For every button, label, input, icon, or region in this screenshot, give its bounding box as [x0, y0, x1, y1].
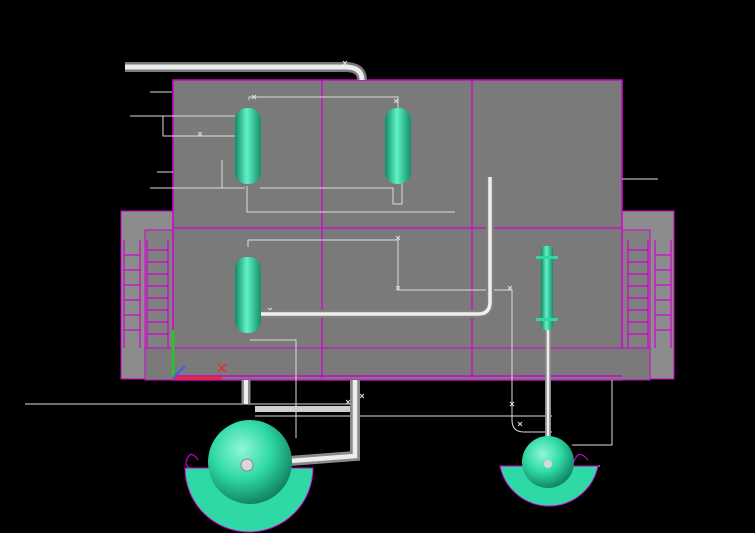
- vessel-upper-middle[interactable]: [385, 108, 411, 184]
- sphere-tank-right[interactable]: [499, 436, 599, 507]
- instrument-lines: [25, 91, 658, 467]
- ucs-axis-icon: [171, 330, 227, 380]
- vessel-lower-left[interactable]: [235, 257, 261, 333]
- vessel-upper-left[interactable]: [235, 108, 261, 184]
- sphere-tank-left[interactable]: [184, 420, 314, 533]
- process-pipe: [250, 177, 494, 318]
- left-ladder: [123, 240, 169, 348]
- top-header-pipe: [125, 62, 367, 81]
- column-lower-right[interactable]: [536, 246, 558, 330]
- right-ladder: [627, 240, 672, 348]
